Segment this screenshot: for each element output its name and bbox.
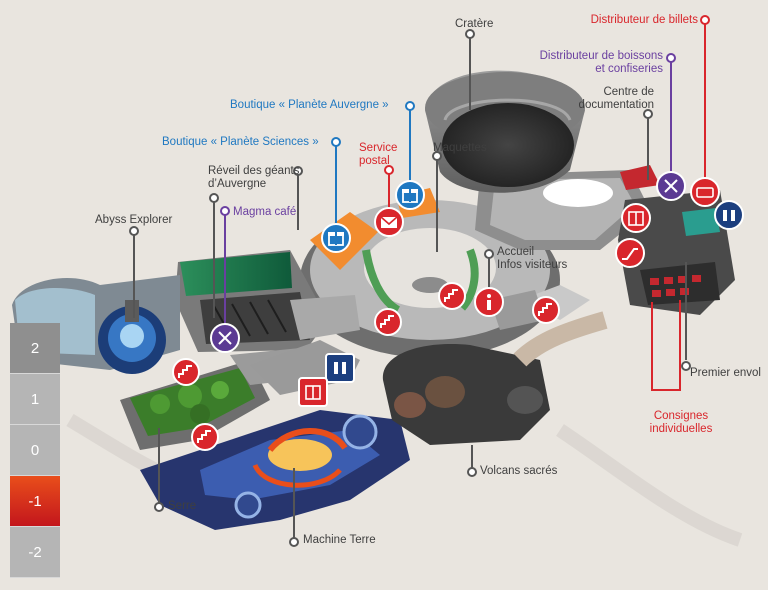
gift-icon[interactable] xyxy=(395,180,425,210)
label-consignes-individuelles[interactable]: Consignes individuelles xyxy=(640,410,722,436)
stairs-icon[interactable] xyxy=(532,296,560,324)
label-distributeur-boissons-line2: et confiseries xyxy=(595,63,663,75)
label-reveil-line1: Réveil des géants xyxy=(208,165,300,177)
label-abyss-explorer[interactable]: Abyss Explorer xyxy=(95,214,173,226)
serre-area xyxy=(120,345,340,450)
elevator-icon[interactable] xyxy=(298,377,328,407)
toilet-icon[interactable] xyxy=(714,200,744,230)
label-centre-documentation-line2: documentation xyxy=(578,99,654,111)
label-magma-cafe[interactable]: Magma café xyxy=(233,206,297,218)
label-distributeur-boissons[interactable]: Distributeur de boissons et confiseries xyxy=(520,50,663,76)
stairs-icon[interactable] xyxy=(172,358,200,386)
mail-icon[interactable] xyxy=(374,207,404,237)
info-icon[interactable] xyxy=(474,287,504,317)
volcans-sacres-area xyxy=(382,311,608,445)
label-reveil-line2: d’Auvergne xyxy=(208,178,267,190)
label-maquettes[interactable]: Maquettes xyxy=(433,142,487,154)
stairs-icon[interactable] xyxy=(374,308,402,336)
label-cratere[interactable]: Cratère xyxy=(455,18,494,30)
stairs-icons xyxy=(172,282,560,451)
label-consignes-line2: individuelles xyxy=(649,423,713,435)
label-accueil-line1: Accueil xyxy=(497,246,535,258)
stairs-icon[interactable] xyxy=(191,423,219,451)
label-accueil-line2: Infos visiteurs xyxy=(497,259,568,271)
label-service-postal-line2: postal xyxy=(359,155,390,167)
floor-button-0[interactable]: 0 xyxy=(10,425,60,476)
label-centre-documentation-line1: Centre de xyxy=(603,86,654,98)
label-reveil-des-geants[interactable]: Réveil des géants d’Auvergne xyxy=(208,165,299,191)
label-serre[interactable]: Serre xyxy=(168,500,197,512)
label-distributeur-billets[interactable]: Distributeur de billets xyxy=(590,14,698,26)
label-volcans-sacres[interactable]: Volcans sacrés xyxy=(480,465,558,477)
label-service-postal-line1: Service xyxy=(359,142,398,154)
cutlery-icon[interactable] xyxy=(656,171,686,201)
label-premier-envol[interactable]: Premier envol xyxy=(690,367,761,379)
label-boutique-planete-auvergne[interactable]: Boutique « Planète Auvergne » xyxy=(230,99,389,111)
cutlery-icon[interactable] xyxy=(210,323,240,353)
machine-terre-area xyxy=(140,410,410,530)
floor-button-1[interactable]: 1 xyxy=(10,374,60,425)
stairs-icon[interactable] xyxy=(438,282,466,310)
label-machine-terre[interactable]: Machine Terre xyxy=(303,534,376,546)
label-boutique-planete-sciences[interactable]: Boutique « Planète Sciences » xyxy=(162,136,319,148)
escalator-icon[interactable] xyxy=(615,238,645,268)
ticket-icon[interactable] xyxy=(690,177,720,207)
label-accueil[interactable]: Accueil Infos visiteurs xyxy=(497,246,567,272)
elevator-icon[interactable] xyxy=(621,203,651,233)
leader-anchors xyxy=(129,15,710,547)
leader-lines xyxy=(133,22,706,538)
floor-button-minus-2[interactable]: -2 xyxy=(10,527,60,578)
floor-selector: 2 1 0 -1 -2 xyxy=(10,323,60,578)
label-distributeur-boissons-line1: Distributeur de boissons xyxy=(539,50,663,62)
floor-button-2[interactable]: 2 xyxy=(10,323,60,374)
label-service-postal[interactable]: Service postal xyxy=(359,142,397,168)
floor-button-minus-1[interactable]: -1 xyxy=(10,476,60,527)
label-centre-documentation[interactable]: Centre de documentation xyxy=(560,86,654,112)
crater-structure xyxy=(425,70,585,193)
toilet-icon[interactable] xyxy=(325,353,355,383)
gift-icon[interactable] xyxy=(321,223,351,253)
label-consignes-line1: Consignes xyxy=(653,410,709,422)
